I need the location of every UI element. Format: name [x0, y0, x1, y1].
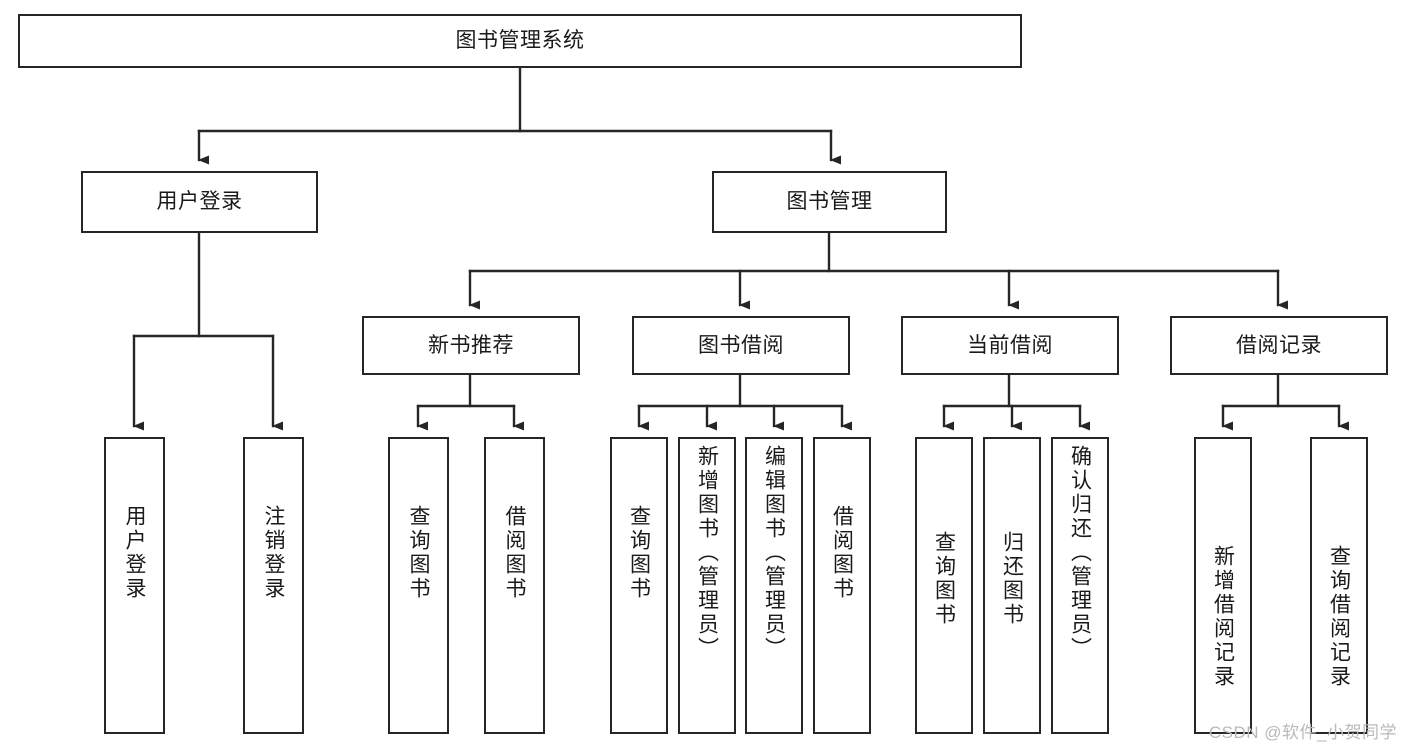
node-leaf-user-logout[interactable]: 注销登录 [243, 437, 304, 734]
node-leaf-query-borrow-record[interactable]: 查询借阅记录 [1310, 437, 1368, 734]
node-leaf-user-login[interactable]: 用户登录 [104, 437, 165, 734]
node-label: 借阅图书 [830, 505, 854, 601]
node-label: 图书管理系统 [455, 29, 585, 53]
node-label: 新增借阅记录 [1211, 545, 1235, 689]
node-book-borrow[interactable]: 图书借阅 [632, 316, 850, 375]
node-label: 用户登录 [123, 505, 146, 601]
node-leaf-add-book-admin[interactable]: 新增图书（管理员） [678, 437, 736, 734]
node-label: 查询图书 [627, 505, 651, 601]
node-label: 新书推荐 [428, 333, 514, 357]
node-leaf-edit-book-admin[interactable]: 编辑图书（管理员） [745, 437, 803, 734]
node-new-book-recommend[interactable]: 新书推荐 [362, 316, 580, 375]
node-label: 归还图书 [1000, 531, 1024, 627]
node-label: 图书管理 [786, 190, 873, 214]
node-leaf-add-borrow-record[interactable]: 新增借阅记录 [1194, 437, 1252, 734]
node-label: 查询图书 [407, 505, 430, 601]
node-leaf-query-book-borrow[interactable]: 查询图书 [610, 437, 668, 734]
node-label: 确认归还（管理员） [1068, 445, 1092, 661]
node-leaf-query-book-current[interactable]: 查询图书 [915, 437, 973, 734]
node-leaf-return-book[interactable]: 归还图书 [983, 437, 1041, 734]
node-label: 借阅图书 [503, 505, 526, 601]
watermark-text: CSDN @软件_小贺同学 [1208, 723, 1397, 742]
node-label: 图书借阅 [698, 333, 784, 357]
node-label: 查询图书 [932, 531, 956, 627]
node-label: 借阅记录 [1236, 333, 1322, 357]
node-leaf-borrow-book[interactable]: 借阅图书 [813, 437, 871, 734]
node-leaf-borrow-book-recommend[interactable]: 借阅图书 [484, 437, 545, 734]
node-current-borrow[interactable]: 当前借阅 [901, 316, 1119, 375]
node-label: 当前借阅 [967, 333, 1053, 357]
node-borrow-record[interactable]: 借阅记录 [1170, 316, 1388, 375]
node-label: 编辑图书（管理员） [762, 445, 786, 661]
node-user-login[interactable]: 用户登录 [81, 171, 318, 233]
node-leaf-confirm-return-admin[interactable]: 确认归还（管理员） [1051, 437, 1109, 734]
node-book-management[interactable]: 图书管理 [712, 171, 947, 233]
node-label: 注销登录 [262, 505, 285, 601]
node-book-management-system[interactable]: 图书管理系统 [18, 14, 1022, 68]
node-label: 新增图书（管理员） [695, 445, 719, 661]
node-label: 查询借阅记录 [1327, 545, 1351, 689]
node-leaf-query-book-recommend[interactable]: 查询图书 [388, 437, 449, 734]
node-label: 用户登录 [156, 190, 243, 214]
